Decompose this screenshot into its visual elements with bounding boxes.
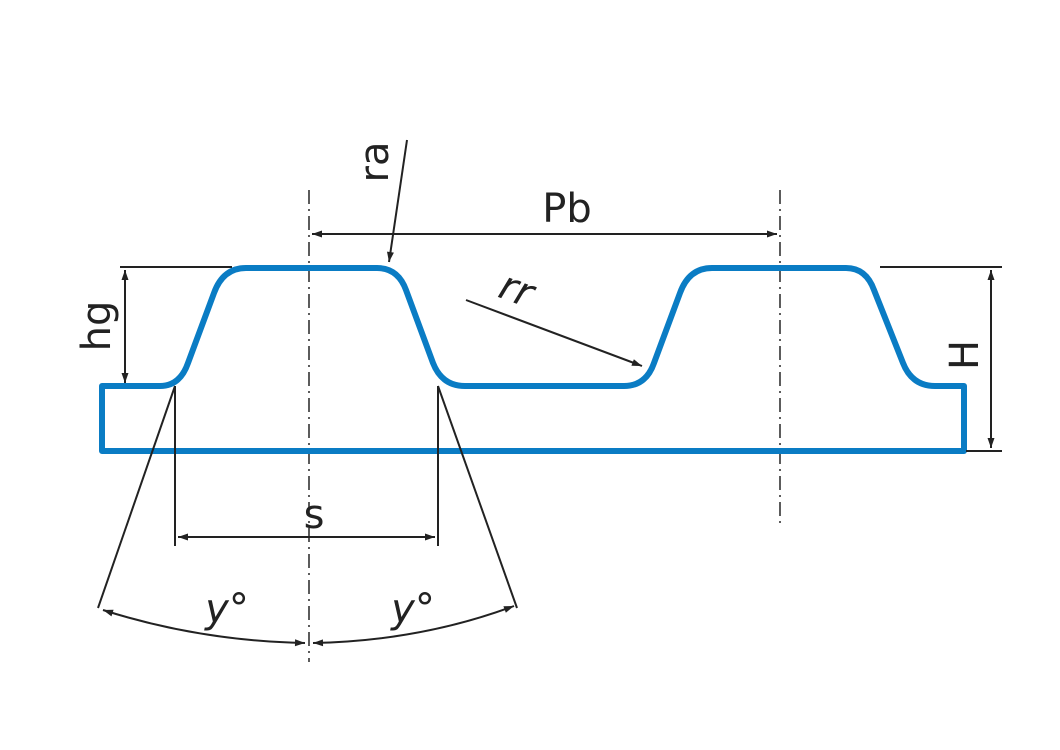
s-label: s (304, 492, 325, 538)
ra-label: ra (352, 142, 398, 183)
hg-label: hg (74, 301, 120, 352)
angle-label-left: y° (204, 586, 249, 632)
rr-leader-line (465, 299, 643, 367)
angle-label-right: y° (390, 586, 435, 632)
ra-leader-line (386, 139, 408, 263)
h-label: H (942, 340, 988, 370)
rr-label: rr (493, 263, 542, 318)
angle-arc-right (312, 605, 515, 647)
flank-extension-left (97, 385, 176, 609)
pb-label: Pb (542, 186, 592, 232)
belt-profile-outline (99, 265, 967, 454)
angle-arc-left (102, 609, 306, 647)
flank-extension-right (437, 385, 518, 609)
